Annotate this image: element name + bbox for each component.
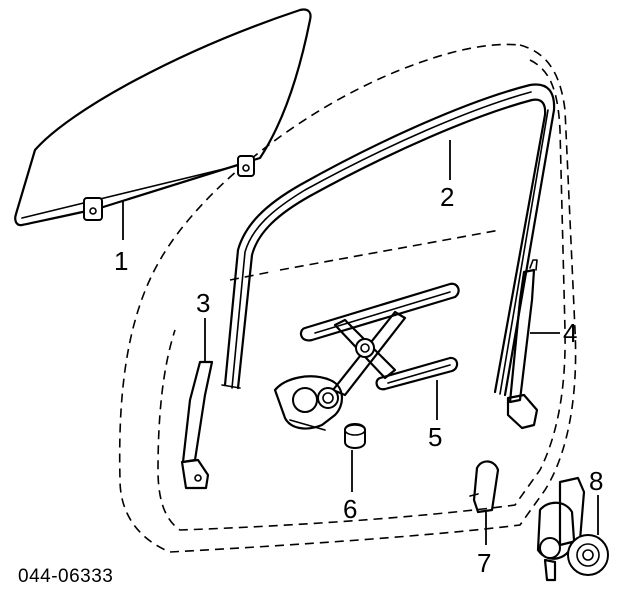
callout-7: 7 — [477, 548, 491, 578]
callout-3: 3 — [196, 288, 210, 318]
callout-5: 5 — [428, 422, 442, 452]
glass-run-channel — [221, 83, 556, 397]
door-glass — [14, 8, 312, 227]
callout-8: 8 — [589, 466, 603, 496]
window-regulator — [273, 282, 460, 431]
callout-labels: 1 2 3 4 5 6 7 8 — [114, 182, 603, 578]
door-outline — [118, 43, 577, 553]
grommet — [344, 423, 366, 449]
callout-1: 1 — [114, 246, 128, 276]
callout-4: 4 — [563, 318, 577, 348]
leader-lines — [122, 140, 599, 545]
callout-6: 6 — [343, 494, 357, 524]
reference-code: 044-06333 — [18, 566, 113, 587]
regulator-motor — [536, 476, 609, 582]
rear-run-channel — [180, 360, 214, 490]
callout-2: 2 — [440, 182, 454, 212]
lower-bracket — [469, 460, 500, 514]
front-lower-channel — [506, 259, 539, 430]
